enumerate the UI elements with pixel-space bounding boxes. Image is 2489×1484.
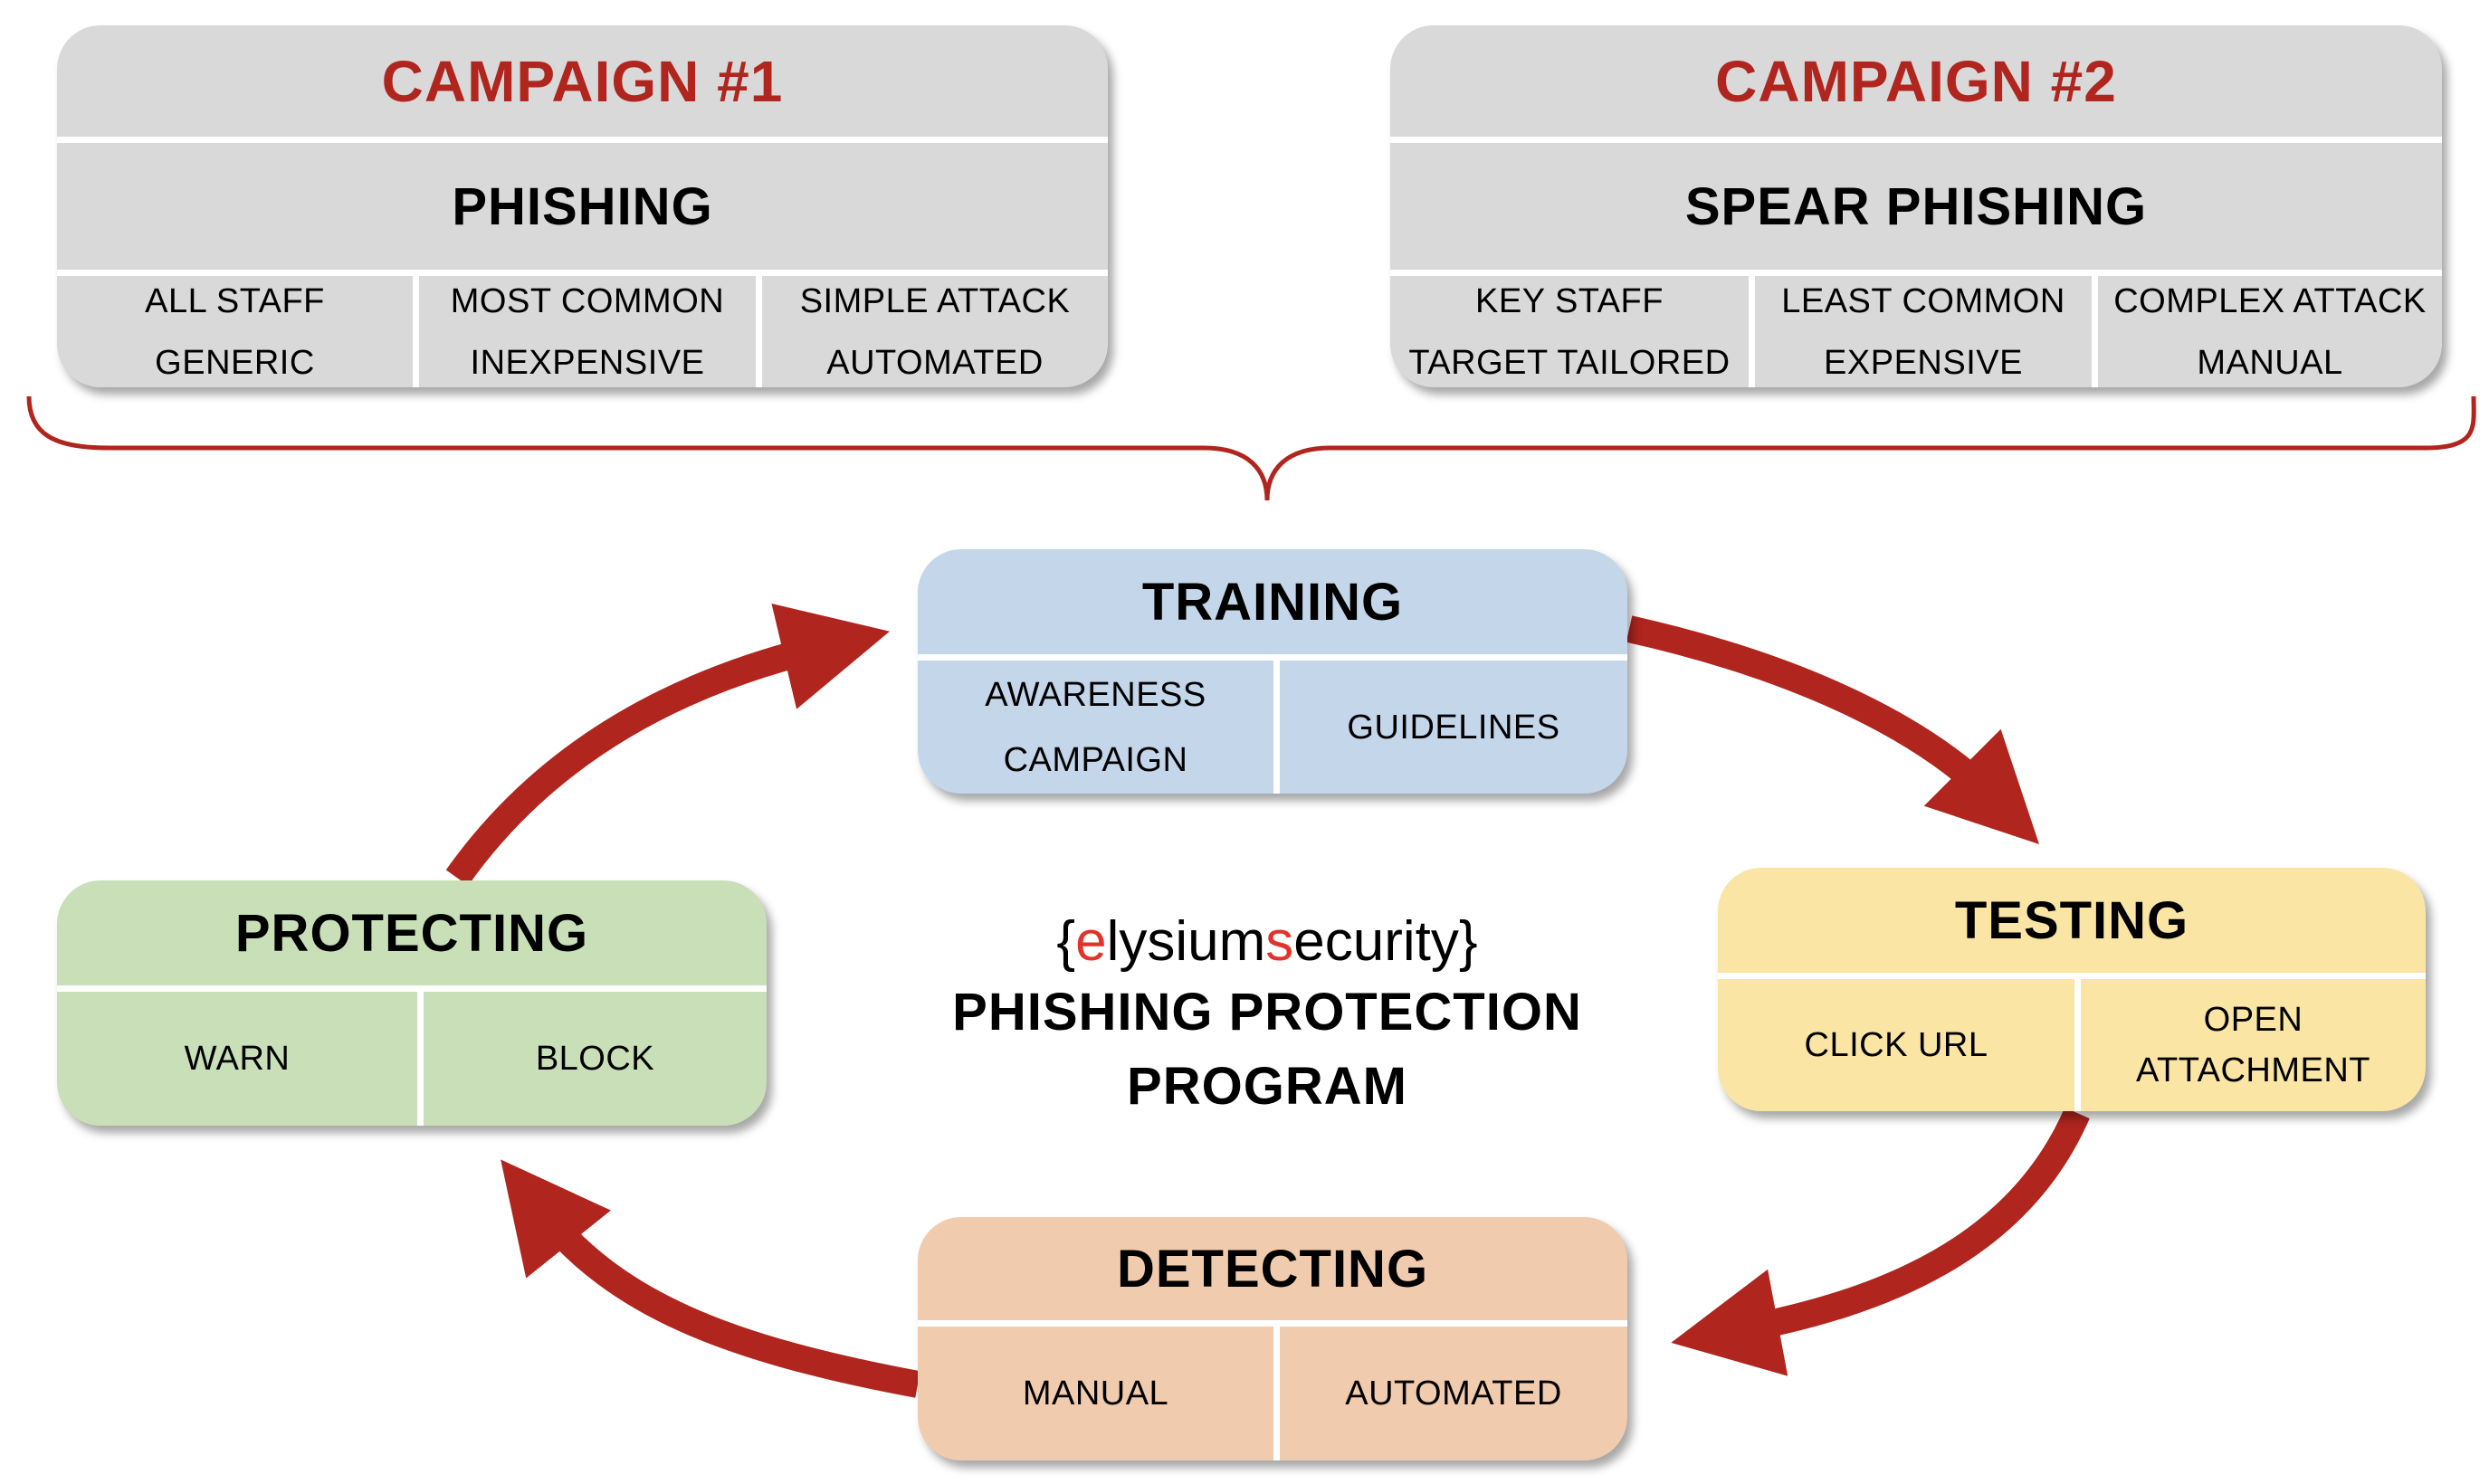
- campaign-1-card: CAMPAIGN #1 PHISHING ALL STAFF GENERIC M…: [57, 25, 1108, 387]
- attr-line: INEXPENSIVE: [470, 343, 705, 382]
- campaign-2-card: CAMPAIGN #2 SPEAR PHISHING KEY STAFF TAR…: [1390, 25, 2442, 387]
- campaign-2-attr-frequency: LEAST COMMON EXPENSIVE: [1755, 276, 2092, 387]
- item-line: AWARENESS: [985, 675, 1206, 714]
- item-line: BLOCK: [535, 1040, 655, 1078]
- campaign-1-attr-frequency: MOST COMMON INEXPENSIVE: [419, 276, 756, 387]
- attr-line: LEAST COMMON: [1781, 281, 2065, 320]
- arrow-detecting-to-protecting: [501, 1159, 920, 1398]
- divider: [1273, 654, 1280, 794]
- campaign-1-attr-complexity: SIMPLE ATTACK AUTOMATED: [762, 276, 1108, 387]
- program-title-line1: PHISHING PROTECTION: [952, 983, 1582, 1042]
- divider: [1390, 270, 2442, 276]
- campaign-2-type: SPEAR PHISHING: [1684, 176, 2148, 236]
- campaign-1-attr-audience: ALL STAFF GENERIC: [57, 276, 413, 387]
- attr-line: EXPENSIVE: [1824, 343, 2023, 382]
- divider: [1273, 1320, 1280, 1460]
- training-item-guidelines: GUIDELINES: [1280, 661, 1627, 794]
- divider: [57, 137, 1108, 143]
- stage-testing-title: TESTING: [1954, 890, 2189, 950]
- stage-training: TRAINING AWARENESS CAMPAIGN GUIDELINES: [918, 549, 1627, 794]
- logo-s: s: [1265, 910, 1294, 973]
- brand-logo: {elysiumsecurity}: [815, 909, 1720, 974]
- item-line: CLICK URL: [1804, 1026, 1988, 1064]
- divider: [57, 270, 1108, 276]
- attr-line: ALL STAFF: [145, 281, 325, 320]
- detecting-item-manual: MANUAL: [918, 1327, 1273, 1460]
- stage-detecting-title: DETECTING: [1116, 1239, 1429, 1298]
- attr-line: AUTOMATED: [826, 343, 1044, 382]
- arrow-training-to-testing: [1626, 615, 2040, 845]
- testing-item-click-url: CLICK URL: [1718, 979, 2074, 1111]
- attr-line: MANUAL: [2197, 343, 2343, 382]
- campaign-2-attr-complexity: COMPLEX ATTACK MANUAL: [2098, 276, 2442, 387]
- divider: [1390, 137, 2442, 143]
- protecting-item-warn: WARN: [57, 992, 417, 1126]
- logo-brace-close: }: [1458, 910, 1478, 973]
- campaign-2-attr-audience: KEY STAFF TARGET TAILORED: [1390, 276, 1749, 387]
- stage-training-title: TRAINING: [1141, 572, 1404, 632]
- arrow-testing-to-detecting: [1671, 1108, 2090, 1376]
- divider: [2074, 973, 2081, 1111]
- logo-e: e: [1075, 910, 1107, 973]
- campaign-brace: [26, 395, 2476, 501]
- logo-brace-open: {: [1056, 910, 1076, 973]
- divider: [57, 985, 767, 992]
- stage-protecting-title: PROTECTING: [234, 903, 589, 963]
- divider: [1749, 270, 1755, 387]
- campaign-1-title: CAMPAIGN #1: [381, 48, 784, 114]
- detecting-item-automated: AUTOMATED: [1280, 1327, 1627, 1460]
- stage-protecting: PROTECTING WARN BLOCK: [57, 880, 767, 1126]
- campaign-1-type: PHISHING: [452, 176, 713, 236]
- attr-line: SIMPLE ATTACK: [799, 281, 1071, 320]
- campaign-2-title: CAMPAIGN #2: [1715, 48, 2117, 114]
- logo-lysium: lysium: [1106, 910, 1266, 973]
- item-line: GUIDELINES: [1347, 708, 1560, 747]
- divider: [413, 270, 419, 387]
- divider: [1718, 973, 2426, 979]
- item-line: ATTACHMENT: [2135, 1051, 2370, 1089]
- stage-testing: TESTING CLICK URL OPEN ATTACHMENT: [1718, 868, 2426, 1111]
- attr-line: KEY STAFF: [1475, 281, 1664, 320]
- attr-line: MOST COMMON: [450, 281, 725, 320]
- divider: [2092, 270, 2098, 387]
- divider: [417, 985, 424, 1126]
- item-line: AUTOMATED: [1345, 1375, 1562, 1413]
- attr-line: TARGET TAILORED: [1408, 343, 1731, 382]
- divider: [918, 654, 1627, 661]
- stage-detecting: DETECTING MANUAL AUTOMATED: [918, 1217, 1627, 1460]
- divider: [756, 270, 762, 387]
- item-line: MANUAL: [1022, 1375, 1169, 1413]
- training-item-awareness: AWARENESS CAMPAIGN: [918, 661, 1273, 794]
- attr-line: COMPLEX ATTACK: [2113, 281, 2427, 320]
- logo-ecurity: ecurity: [1293, 910, 1459, 973]
- program-title-line2: PROGRAM: [1127, 1057, 1407, 1116]
- item-line: WARN: [184, 1040, 291, 1078]
- attr-line: GENERIC: [155, 343, 315, 382]
- item-line: OPEN: [2203, 1001, 2303, 1039]
- item-line: CAMPAIGN: [1003, 740, 1188, 779]
- protecting-item-block: BLOCK: [424, 992, 767, 1126]
- testing-item-open-attachment: OPEN ATTACHMENT: [2081, 979, 2426, 1111]
- divider: [918, 1320, 1627, 1327]
- arrow-protecting-to-training: [445, 604, 890, 886]
